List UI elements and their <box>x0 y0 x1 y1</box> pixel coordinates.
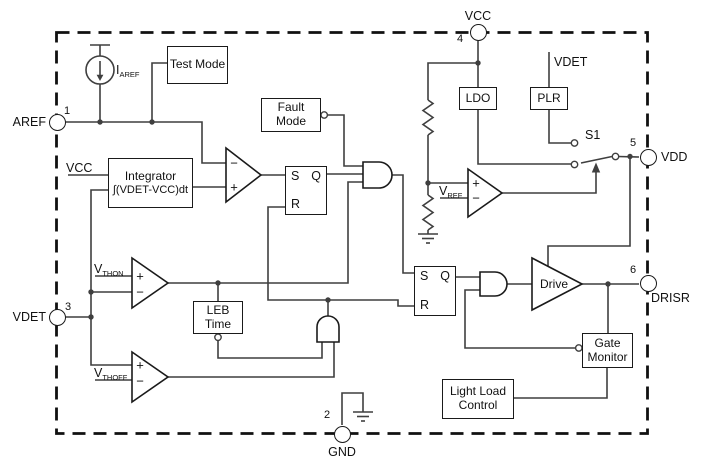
bubble-icon <box>320 111 329 119</box>
iaref-label: IAREF <box>116 63 140 79</box>
pin-gnd-label: GND <box>328 445 356 459</box>
block-test-mode: Test Mode <box>167 46 228 84</box>
comparator-icon <box>225 146 263 204</box>
ground-icon <box>353 411 373 422</box>
and-gate-icon <box>316 315 340 343</box>
block-light-load-control: Light Load Control <box>442 379 514 419</box>
and-gate-icon <box>362 161 393 189</box>
block-gate-monitor-label: Gate Monitor <box>587 335 628 364</box>
minus-sign: − <box>136 373 144 389</box>
vthoff-main: V <box>94 366 103 380</box>
resistor-divider <box>421 99 435 231</box>
block-ldo-label: LDO <box>465 90 491 105</box>
block-fault-mode-label: Fault Mode <box>275 100 307 128</box>
block-gate-monitor: Gate Monitor <box>582 333 633 368</box>
minus-sign: − <box>472 190 480 206</box>
block-plr-label: PLR <box>537 90 561 105</box>
switch-s1 <box>570 139 620 173</box>
plus-sign: + <box>136 268 144 284</box>
pin-aref-label: AREF <box>12 115 46 129</box>
latch-s-label: S <box>291 169 300 183</box>
vthon-label: VTHON <box>94 262 124 278</box>
s1-label: S1 <box>585 128 601 142</box>
ground-icon <box>418 233 438 244</box>
pin-vdet-circle <box>48 308 66 326</box>
vthon-main: V <box>94 262 103 276</box>
pin-drisr-number: 6 <box>630 264 637 276</box>
block-integrator: Integrator ∫(VDET-VCC)dt <box>108 158 193 208</box>
junction-dots <box>88 60 633 320</box>
plus-sign: + <box>230 179 238 195</box>
vthoff-sub: THOFF <box>102 372 128 382</box>
pin-drisr-circle <box>639 274 657 292</box>
vref-main: V <box>439 184 448 198</box>
ic-boundary <box>55 31 649 435</box>
latch-r-label: R <box>420 298 430 312</box>
block-light-load-control-label: Light Load Control <box>449 384 507 412</box>
vthon-sub: THON <box>102 268 124 278</box>
pin-gnd-number: 2 <box>324 409 331 421</box>
minus-sign: − <box>136 284 144 300</box>
block-leb-time: LEB Time <box>193 301 243 334</box>
drive-buffer-icon <box>531 256 584 312</box>
latch-q-label: Q <box>440 269 450 283</box>
drive-label: Drive <box>539 277 568 291</box>
bubble-icon <box>574 344 583 352</box>
block-leb-time-label: LEB Time <box>204 302 232 331</box>
pin-vdet-number: 3 <box>65 301 72 313</box>
minus-sign: − <box>230 155 238 171</box>
latch-s-label: S <box>420 269 429 283</box>
block-test-mode-label: Test Mode <box>169 57 226 72</box>
pin-vcc-number: 4 <box>457 33 464 45</box>
latch-r-label: R <box>291 197 301 211</box>
pin-aref-number: 1 <box>64 105 71 117</box>
wires <box>66 41 640 425</box>
iaref-sub: AREF <box>119 69 140 79</box>
pin-vdd-circle <box>639 148 657 166</box>
arrow-up-icon <box>591 162 601 173</box>
comparator-icon <box>131 256 170 310</box>
plus-sign: + <box>136 357 144 373</box>
iaref-main: I <box>116 63 120 77</box>
pin-vcc-circle <box>469 23 487 41</box>
pin-gnd-circle <box>333 425 351 443</box>
arrow-down-icon <box>96 74 104 81</box>
resistor-icon <box>421 99 435 136</box>
and-gate-icon <box>479 271 508 297</box>
vdet-top-label: VDET <box>554 55 588 69</box>
comparator-icon <box>131 350 170 404</box>
pin-vdd-number: 5 <box>630 137 637 149</box>
pin-aref-circle <box>48 113 66 131</box>
inverter-bubbles <box>214 111 583 352</box>
vthoff-label: VTHOFF <box>94 366 128 382</box>
block-integrator-formula: ∫(VDET-VCC)dt <box>112 183 189 196</box>
comparator-icon <box>467 167 504 219</box>
pin-vcc-label: VCC <box>464 9 492 23</box>
vref-sub: REF <box>447 190 463 200</box>
latch-q-label: Q <box>311 169 321 183</box>
pin-vdet-label: VDET <box>12 310 46 324</box>
block-fault-mode: Fault Mode <box>261 98 321 132</box>
sr-latch-1: S Q R <box>285 166 327 215</box>
block-plr: PLR <box>530 87 568 110</box>
pin-drisr-label: DRISR <box>651 291 690 305</box>
vref-label: VREF <box>439 184 463 200</box>
current-source-icon <box>85 44 115 85</box>
vcc-input-label: VCC <box>66 161 93 175</box>
block-integrator-title: Integrator <box>124 168 177 183</box>
sr-latch-2: S Q R <box>414 266 456 316</box>
bubble-icon <box>214 333 222 342</box>
resistor-icon <box>421 194 435 231</box>
block-ldo: LDO <box>459 87 497 110</box>
plus-sign: + <box>472 175 480 191</box>
pin-vdd-label: VDD <box>661 150 688 164</box>
